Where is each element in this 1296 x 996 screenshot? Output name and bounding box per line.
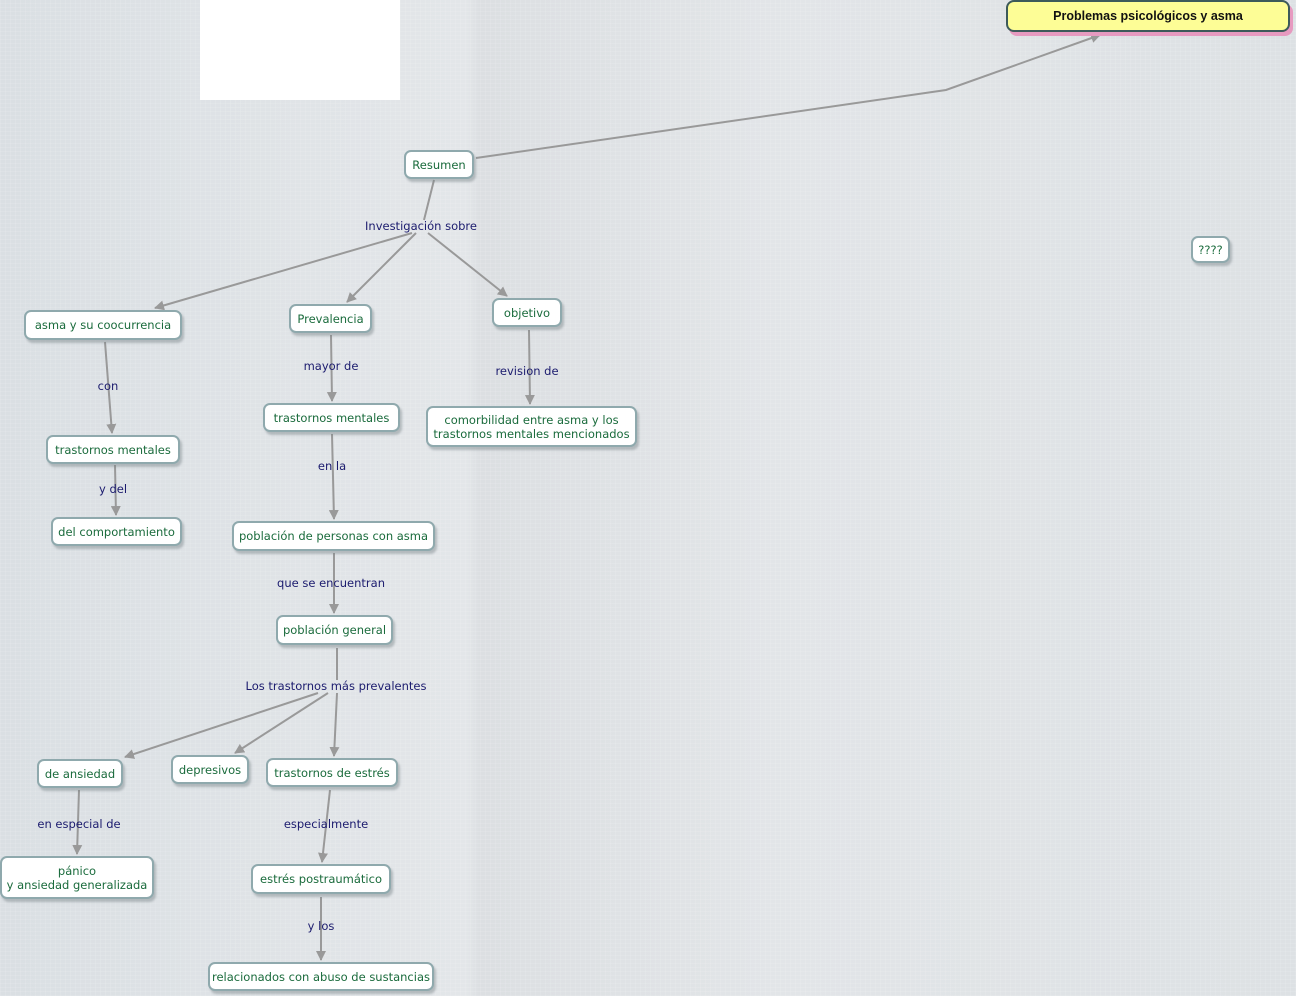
root-concept[interactable]: Problemas psicológicos y asma <box>1006 0 1290 32</box>
concept-panico[interactable]: pánico y ansiedad generalizada <box>0 856 154 899</box>
link-especialmente[interactable]: especialmente <box>283 817 369 831</box>
concept-trastornos-mentales[interactable]: trastornos mentales <box>46 435 180 464</box>
concept-trastornos-estres[interactable]: trastornos de estrés <box>266 758 398 787</box>
concept-objetivo[interactable]: objetivo <box>492 298 562 327</box>
link-con[interactable]: con <box>97 379 119 393</box>
link-los-trastornos[interactable]: Los trastornos más prevalentes <box>245 679 427 693</box>
link-investigacion-sobre[interactable]: Investigación sobre <box>365 219 477 233</box>
concept-poblacion-general[interactable]: población general <box>276 615 393 645</box>
concept-asma-coocurrencia[interactable]: asma y su coocurrencia <box>24 310 182 340</box>
concept-resumen[interactable]: Resumen <box>404 150 474 179</box>
concept-prevalencia[interactable]: Prevalencia <box>289 304 372 333</box>
link-mayor-de[interactable]: mayor de <box>303 359 359 373</box>
concept-depresivos[interactable]: depresivos <box>171 755 249 784</box>
link-en-la[interactable]: en la <box>317 459 347 473</box>
concept-poblacion-asma[interactable]: población de personas con asma <box>232 521 435 551</box>
concept-estres-postraumatico[interactable]: estrés postraumático <box>251 864 391 894</box>
concept-abuso-sustancias[interactable]: relacionados con abuso de sustancias <box>208 962 434 991</box>
link-y-del[interactable]: y del <box>98 482 128 496</box>
link-y-los[interactable]: y los <box>307 919 335 933</box>
concept-de-ansiedad[interactable]: de ansiedad <box>37 759 123 788</box>
concept-trastornos-mentales-2[interactable]: trastornos mentales <box>263 403 400 432</box>
link-en-especial-de[interactable]: en especial de <box>37 817 121 831</box>
concept-comorbilidad[interactable]: comorbilidad entre asma y los trastornos… <box>426 406 637 447</box>
link-revision-de[interactable]: revision de <box>495 364 559 378</box>
link-que-se-encuentran[interactable]: que se encuentran <box>277 576 385 590</box>
concept-del-comportamiento[interactable]: del comportamiento <box>51 517 182 546</box>
concept-unknown[interactable]: ???? <box>1191 236 1230 263</box>
blank-image-placeholder <box>200 0 400 100</box>
